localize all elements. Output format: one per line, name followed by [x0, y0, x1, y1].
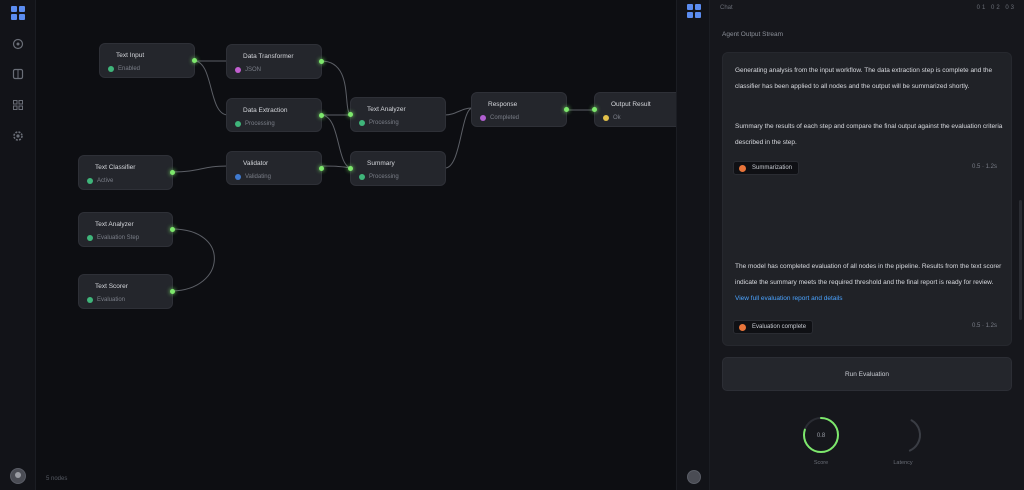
status-dot-icon	[108, 66, 114, 72]
node-text-input[interactable]: Text Input Enabled	[99, 43, 197, 78]
node-validator[interactable]: Validator Validating	[226, 151, 324, 185]
status-dot-icon	[87, 297, 93, 303]
status-dot-icon	[87, 235, 93, 241]
output-port[interactable]	[564, 107, 569, 112]
message-paragraph: The model has completed evaluation of al…	[735, 263, 1002, 302]
message-meta: 0.5 · 1.2s	[971, 164, 997, 170]
panel-logo-icon[interactable]	[687, 4, 701, 18]
status-dot-icon	[235, 121, 241, 127]
user-avatar[interactable]	[10, 468, 26, 484]
panel-avatar[interactable]	[687, 470, 701, 484]
message-paragraph: Summary the results of each step and com…	[735, 123, 1003, 146]
panel-tab-label[interactable]: Chat	[720, 5, 733, 11]
score-label: Score	[813, 460, 829, 466]
panel-title: Agent Output Stream	[722, 31, 784, 38]
message-meta: 0.5 · 1.2s	[971, 323, 997, 329]
node-text-scorer[interactable]: Text Scorer Evaluation	[78, 274, 175, 309]
output-port[interactable]	[319, 166, 324, 171]
node-text-analyzer-eval[interactable]: Text Analyzer Evaluation Step	[78, 212, 175, 247]
score-value: 0.8	[817, 433, 826, 439]
output-port[interactable]	[170, 170, 175, 175]
score-ring: 0.8	[803, 417, 839, 453]
status-dot-icon	[603, 115, 609, 121]
output-port[interactable]	[319, 59, 324, 64]
output-port[interactable]	[192, 58, 197, 63]
status-dot-icon	[359, 120, 365, 126]
node-output-result[interactable]: Output Result Ok	[592, 92, 676, 127]
message-paragraph: Generating analysis from the input workf…	[735, 67, 993, 90]
left-rail	[0, 0, 36, 490]
node-text-analyzer[interactable]: Text Analyzer Processing	[348, 97, 446, 132]
status-dot-icon	[480, 115, 486, 121]
input-port[interactable]	[348, 112, 353, 117]
output-port[interactable]	[319, 113, 324, 118]
node-response[interactable]: Response Completed	[471, 92, 569, 127]
grid-icon[interactable]	[12, 68, 24, 80]
input-port[interactable]	[592, 107, 597, 112]
workflow-icon[interactable]	[12, 38, 24, 50]
output-panel: Chat 01 02 03 Agent Output Stream Genera…	[710, 0, 1024, 490]
output-port[interactable]	[170, 289, 175, 294]
panel-scrollbar[interactable]	[1019, 200, 1022, 320]
status-dot-icon	[235, 174, 241, 180]
workflow-canvas[interactable]: Text Input Enabled Data Transformer JSON…	[36, 0, 676, 490]
status-dot-icon	[87, 178, 93, 184]
status-dot-icon	[235, 67, 241, 73]
panel-controls[interactable]: 01 02 03	[976, 5, 1016, 11]
node-data-extraction[interactable]: Data Extraction Processing	[226, 98, 324, 132]
panel-rail	[676, 0, 710, 490]
node-text-classifier[interactable]: Text Classifier Active	[78, 155, 175, 190]
input-port[interactable]	[348, 166, 353, 171]
run-evaluation-button[interactable]: Run Evaluation	[722, 357, 1012, 391]
status-dot-icon	[359, 174, 365, 180]
canvas-status: 5 nodes	[46, 476, 68, 482]
settings-icon[interactable]	[12, 130, 24, 142]
message-card: Generating analysis from the input workf…	[722, 52, 1012, 346]
tool-chip[interactable]: Summarization	[733, 161, 800, 175]
node-summary[interactable]: Summary Processing	[348, 151, 446, 186]
app-logo-icon[interactable]	[11, 6, 25, 20]
apps-icon[interactable]	[12, 99, 24, 111]
tool-chip[interactable]: Evaluation complete	[733, 320, 814, 334]
output-port[interactable]	[170, 227, 175, 232]
latency-ring	[885, 417, 921, 453]
latency-label: Latency	[893, 460, 913, 466]
node-data-transformer[interactable]: Data Transformer JSON	[226, 44, 324, 79]
report-link[interactable]: View full evaluation report and details	[735, 295, 843, 302]
